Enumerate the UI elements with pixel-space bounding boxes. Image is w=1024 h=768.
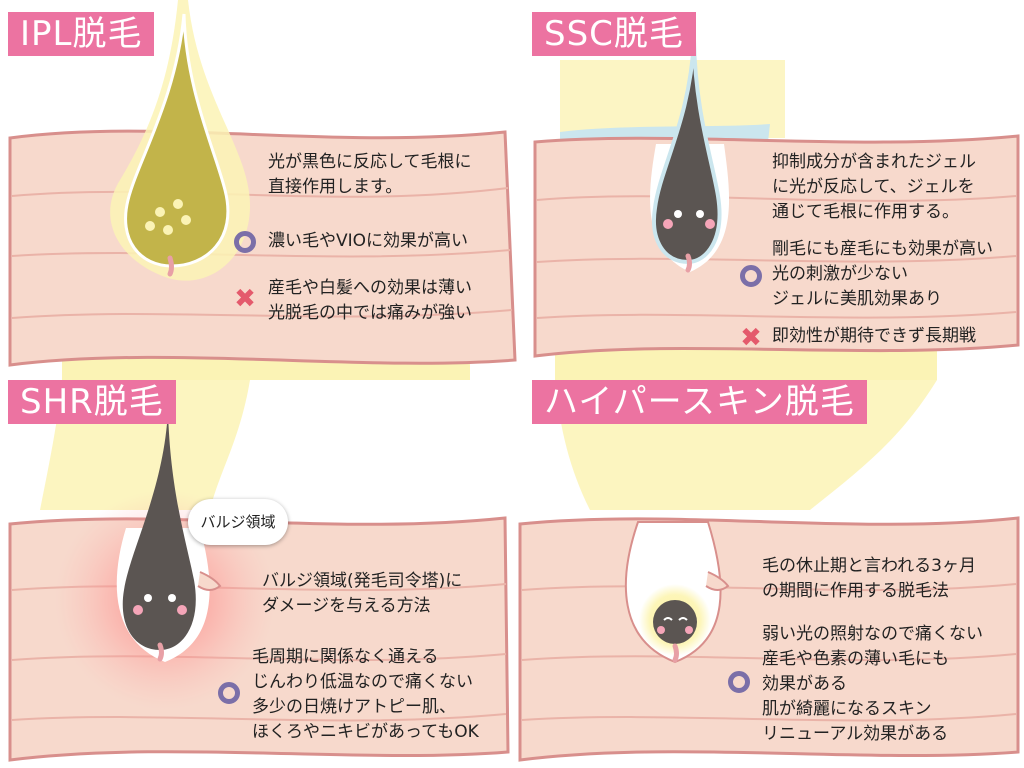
resting-hair-icon bbox=[653, 600, 697, 644]
skin-line bbox=[11, 713, 507, 722]
ssc-cons: 即効性が期待できず長期戦 bbox=[772, 326, 976, 346]
skin-line bbox=[521, 583, 1017, 592]
ipl-diagram bbox=[8, 0, 517, 367]
circle-good-icon bbox=[234, 231, 256, 253]
ssc-diagram bbox=[533, 39, 1020, 358]
bulge-area bbox=[197, 571, 222, 591]
circle-good-icon bbox=[218, 682, 240, 704]
cross-bad-icon: ✖ bbox=[740, 323, 762, 353]
ssc-description: 抑制成分が含まれたジェル に光が反応して、ジェルを 通じて毛根に作用する。 bbox=[772, 152, 976, 222]
ssc-pros: 剛毛にも産毛にも効果が高い 光の刺激が少ない ジェルに美肌効果あり bbox=[772, 239, 993, 309]
ipl-description: 光が黒色に反応して毛根に 直接作用します。 bbox=[268, 152, 472, 197]
skin-line bbox=[11, 187, 509, 198]
shr-title: SHR脱毛 bbox=[8, 380, 176, 424]
skin-line bbox=[11, 309, 513, 319]
circle-good-icon bbox=[740, 265, 762, 287]
light-beam bbox=[560, 60, 785, 138]
skin-line bbox=[536, 311, 1017, 319]
hyperskin-title: ハイパースキン脱毛 bbox=[532, 380, 867, 424]
skin-line bbox=[536, 195, 1017, 202]
bulge-area bbox=[705, 571, 730, 591]
shr-pros: 毛周期に関係なく通える じんわり低温なので痛くない 多少の日焼けアトピー肌、 ほ… bbox=[252, 647, 479, 742]
ipl-title: IPL脱毛 bbox=[8, 12, 155, 56]
cross-bad-icon: ✖ bbox=[234, 284, 256, 314]
skin-line bbox=[11, 249, 511, 258]
skin-line bbox=[521, 713, 1017, 722]
circle-good-icon bbox=[728, 671, 750, 693]
ipl-cons: 産毛や白髪への効果は薄い 光脱毛の中では痛みが強い bbox=[268, 278, 472, 323]
bulge-speech-bubble: バルジ領域 bbox=[188, 499, 288, 545]
hyperskin-pros: 弱い光の照射なので痛くない 産毛や色素の薄い毛にも 効果がある 肌が綺麗になるス… bbox=[762, 624, 983, 744]
skin-line bbox=[521, 653, 1017, 662]
ipl-pros: 濃い毛やVIOに効果が高い bbox=[268, 231, 469, 251]
skin-line bbox=[536, 255, 1017, 263]
ssc-title: SSC脱毛 bbox=[532, 12, 696, 56]
shr-description: バルジ領域(発毛司令塔)に ダメージを与える方法 bbox=[262, 571, 463, 616]
hyperskin-description: 毛の休止期と言われる3ヶ月 の期間に作用する脱毛法 bbox=[762, 556, 976, 601]
hair-follicle-icon bbox=[122, 410, 196, 650]
